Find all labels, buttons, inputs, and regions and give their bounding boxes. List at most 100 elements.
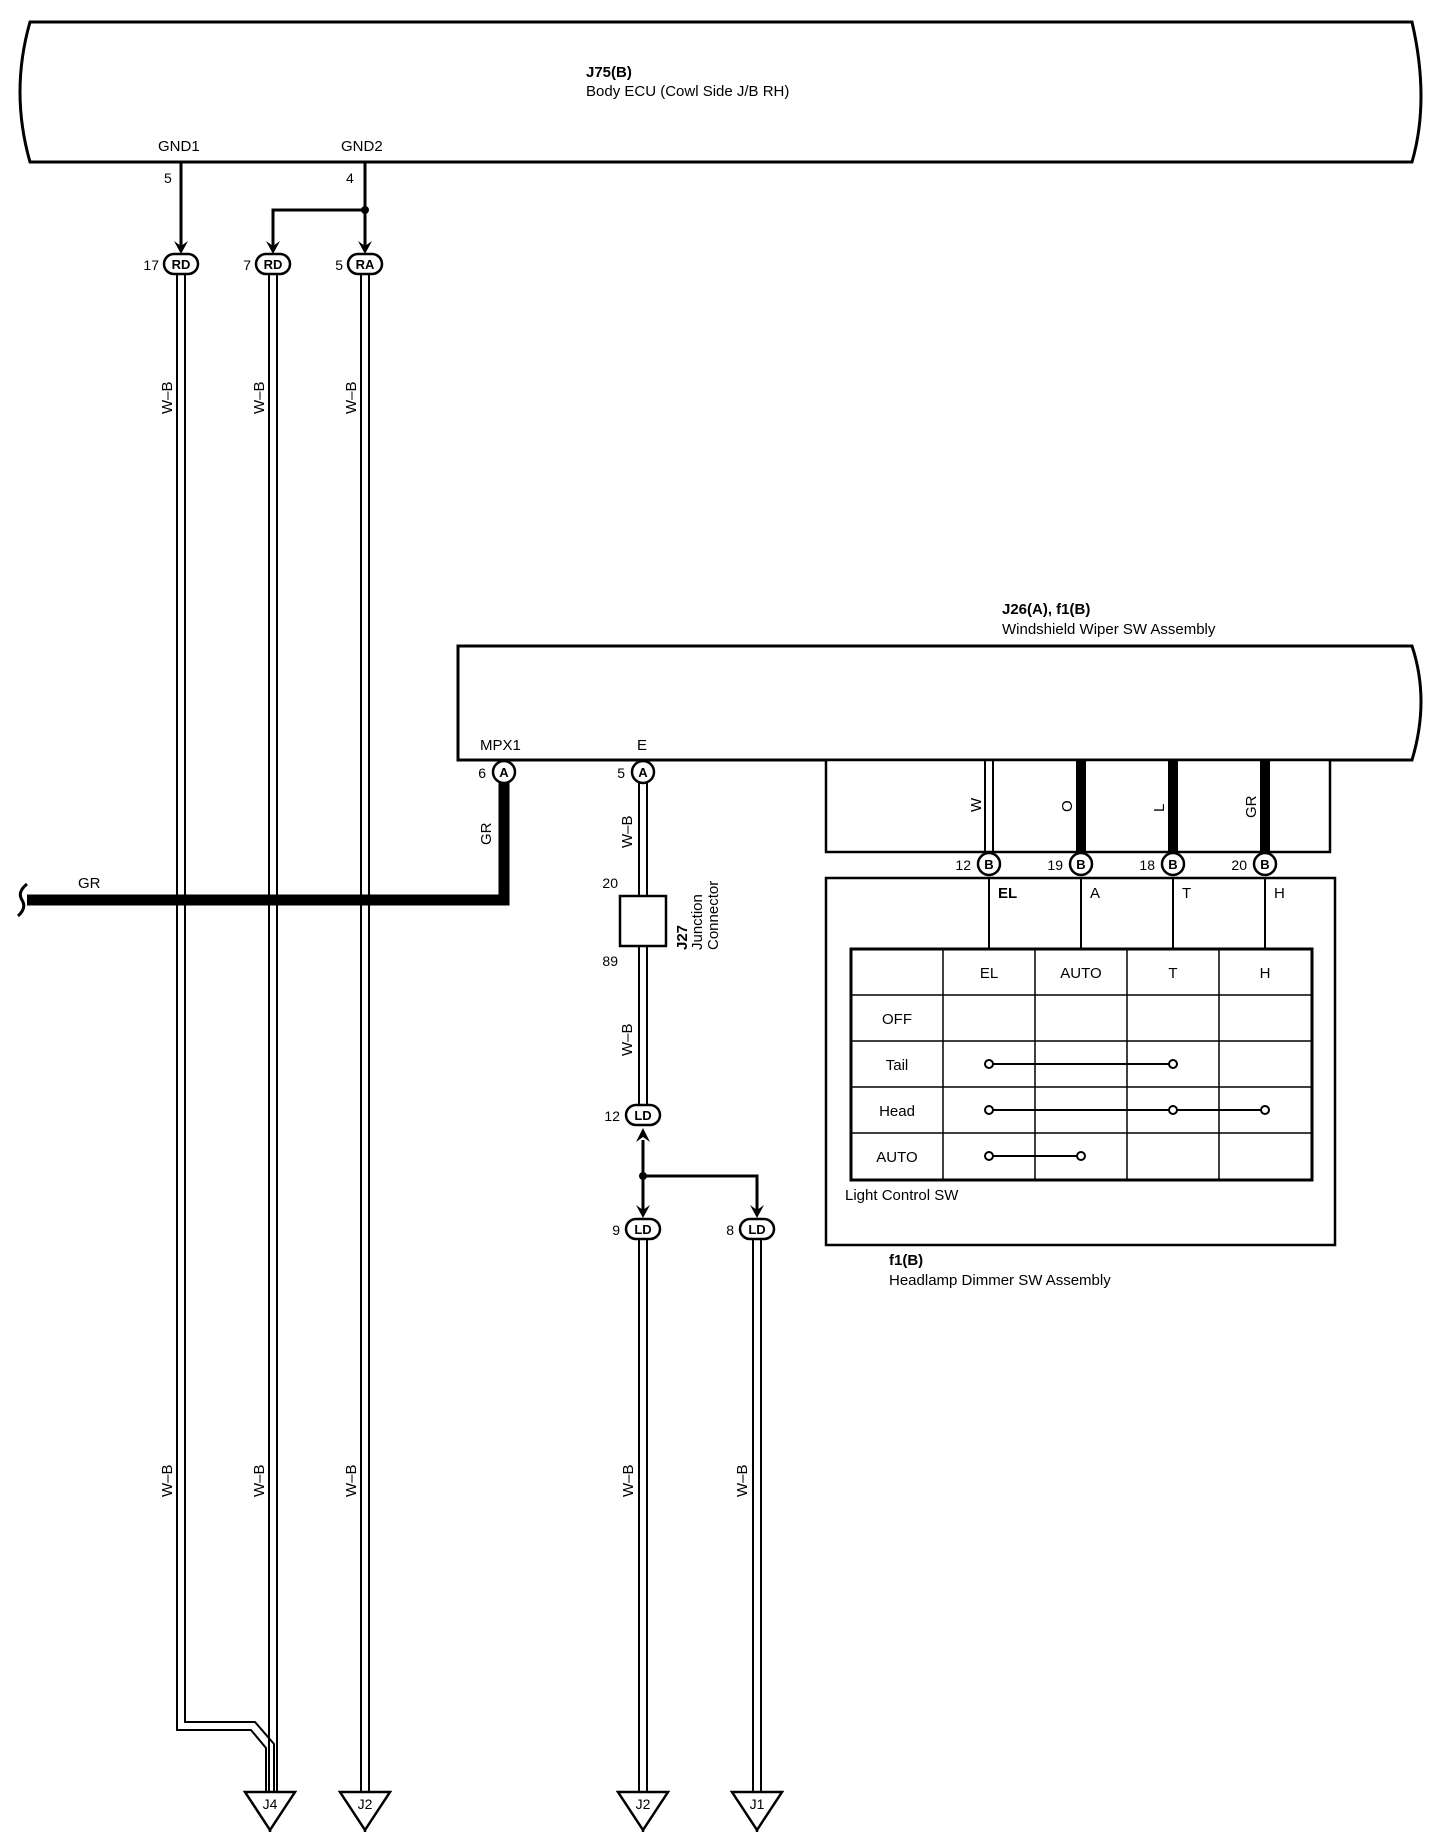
svg-text:B: B — [984, 857, 993, 872]
body-ecu-name: Body ECU (Cowl Side J/B RH) — [586, 83, 789, 100]
svg-text:5: 5 — [617, 765, 625, 781]
table-header-auto: AUTO — [1060, 965, 1101, 982]
svg-text:B: B — [1168, 857, 1177, 872]
connector-b-19: B 19 — [1047, 851, 1094, 877]
terminal-t: T — [1182, 885, 1191, 902]
svg-text:17: 17 — [143, 257, 159, 273]
light-control-sw-table: EL AUTO T H OFF Tail Head AUTO — [849, 947, 1314, 1182]
splice-point — [639, 1172, 647, 1180]
svg-text:5: 5 — [335, 257, 343, 273]
wire-color-wb: W–B — [343, 1464, 360, 1497]
junction-pin-bottom: 89 — [602, 953, 618, 969]
wire-color-gr: GR — [78, 875, 101, 892]
wire-color-o: O — [1059, 800, 1076, 812]
dimmer-terminal-leads — [988, 878, 1266, 949]
pin-mpx1-name: MPX1 — [480, 737, 521, 754]
pin-gnd2-number: 4 — [346, 170, 354, 186]
body-ecu-connector-id: J75(B) — [586, 64, 632, 81]
svg-text:6: 6 — [478, 765, 486, 781]
connector-rd-17: RD 17 — [143, 252, 200, 276]
wiper-sw-internal-wires — [984, 760, 1270, 852]
terminal-el: EL — [998, 885, 1017, 902]
dimmer-name: Headlamp Dimmer SW Assembly — [889, 1272, 1111, 1289]
svg-text:12: 12 — [955, 857, 971, 873]
wiper-sw-name: Windshield Wiper SW Assembly — [1002, 621, 1216, 638]
svg-text:7: 7 — [243, 257, 251, 273]
connector-ld-9: LD 9 — [612, 1217, 662, 1241]
svg-text:J2: J2 — [358, 1796, 373, 1812]
ecu-ground-wires — [179, 162, 367, 248]
svg-text:LD: LD — [634, 1222, 651, 1237]
wb-wire-2 — [268, 274, 278, 1792]
connector-rd-7: RD 7 — [243, 252, 292, 276]
svg-text:20: 20 — [1231, 857, 1247, 873]
light-control-sw-label: Light Control SW — [845, 1187, 959, 1204]
arrow-up-icon — [636, 1128, 650, 1142]
svg-text:RA: RA — [356, 257, 375, 272]
svg-text:8: 8 — [726, 1222, 734, 1238]
table-header-el: EL — [980, 965, 998, 982]
junction-connector-j27: 20 89 J27 Junction Connector — [602, 875, 722, 969]
wiper-sw-component: MPX1 E — [456, 644, 1423, 762]
wire-color-wb: W–B — [159, 381, 176, 414]
svg-text:J2: J2 — [636, 1796, 651, 1812]
table-row-head: Head — [879, 1103, 915, 1120]
splice-point — [361, 206, 369, 214]
svg-text:A: A — [499, 765, 509, 780]
wire-color-wb: W–B — [251, 381, 268, 414]
connector-b-18: B 18 — [1139, 851, 1186, 877]
svg-text:19: 19 — [1047, 857, 1063, 873]
connector-ld-8: LD 8 — [726, 1217, 776, 1241]
pin-gnd2-name: GND2 — [341, 138, 383, 155]
connector-ra-5: RA 5 — [335, 252, 384, 276]
wire-color-wb: W–B — [619, 1023, 636, 1056]
svg-text:RD: RD — [264, 257, 283, 272]
svg-text:J4: J4 — [263, 1796, 278, 1812]
wire-color-wb: W–B — [159, 1464, 176, 1497]
connector-a-6: A 6 — [478, 759, 517, 785]
table-header-t: T — [1168, 965, 1177, 982]
ld-ground-wires — [638, 1239, 762, 1792]
ground-j2-left: J2 — [338, 1790, 392, 1832]
ground-j4: J4 — [243, 1790, 297, 1832]
pin-e-name: E — [637, 737, 647, 754]
table-row-off: OFF — [882, 1011, 912, 1028]
wb-wire-3 — [360, 274, 370, 1792]
gr-wire — [16, 782, 510, 918]
svg-text:LD: LD — [748, 1222, 765, 1237]
wire-color-wb: W–B — [620, 1464, 637, 1497]
wire-color-w: W — [968, 797, 985, 812]
wire-color-l: L — [1151, 804, 1168, 812]
wire-color-wb: W–B — [619, 815, 636, 848]
wire-color-wb: W–B — [343, 381, 360, 414]
svg-text:B: B — [1076, 857, 1085, 872]
table-row-tail: Tail — [886, 1057, 909, 1074]
svg-text:9: 9 — [612, 1222, 620, 1238]
terminal-h: H — [1274, 885, 1285, 902]
junction-pin-top: 20 — [602, 875, 618, 891]
wire-color-gr2: GR — [1243, 795, 1260, 818]
ground-j2-right: J2 — [616, 1790, 670, 1832]
svg-text:18: 18 — [1139, 857, 1155, 873]
ld-branch-wires — [641, 1140, 759, 1214]
dimmer-connector-id: f1(B) — [889, 1252, 923, 1269]
connector-b-20: B 20 — [1231, 851, 1278, 877]
svg-text:J1: J1 — [750, 1796, 765, 1812]
table-row-auto: AUTO — [876, 1149, 917, 1166]
svg-text:RD: RD — [172, 257, 191, 272]
wiper-sw-connector-id: J26(A), f1(B) — [1002, 601, 1090, 618]
connector-a-5: A 5 — [617, 759, 656, 785]
wire-color-wb: W–B — [251, 1464, 268, 1497]
terminal-a: A — [1090, 885, 1100, 902]
junction-id: J27 — [674, 925, 691, 950]
table-header-h: H — [1260, 965, 1271, 982]
connector-ld-12: LD 12 — [604, 1103, 662, 1127]
wire-color-gr-vertical: GR — [478, 822, 495, 845]
svg-text:B: B — [1260, 857, 1269, 872]
body-ecu-component: J75(B) Body ECU (Cowl Side J/B RH) GND1 … — [18, 20, 1423, 164]
wb-wire-1 — [176, 274, 275, 1792]
pin-gnd1-name: GND1 — [158, 138, 200, 155]
junction-label-2: Connector — [705, 881, 722, 950]
svg-text:12: 12 — [604, 1108, 620, 1124]
